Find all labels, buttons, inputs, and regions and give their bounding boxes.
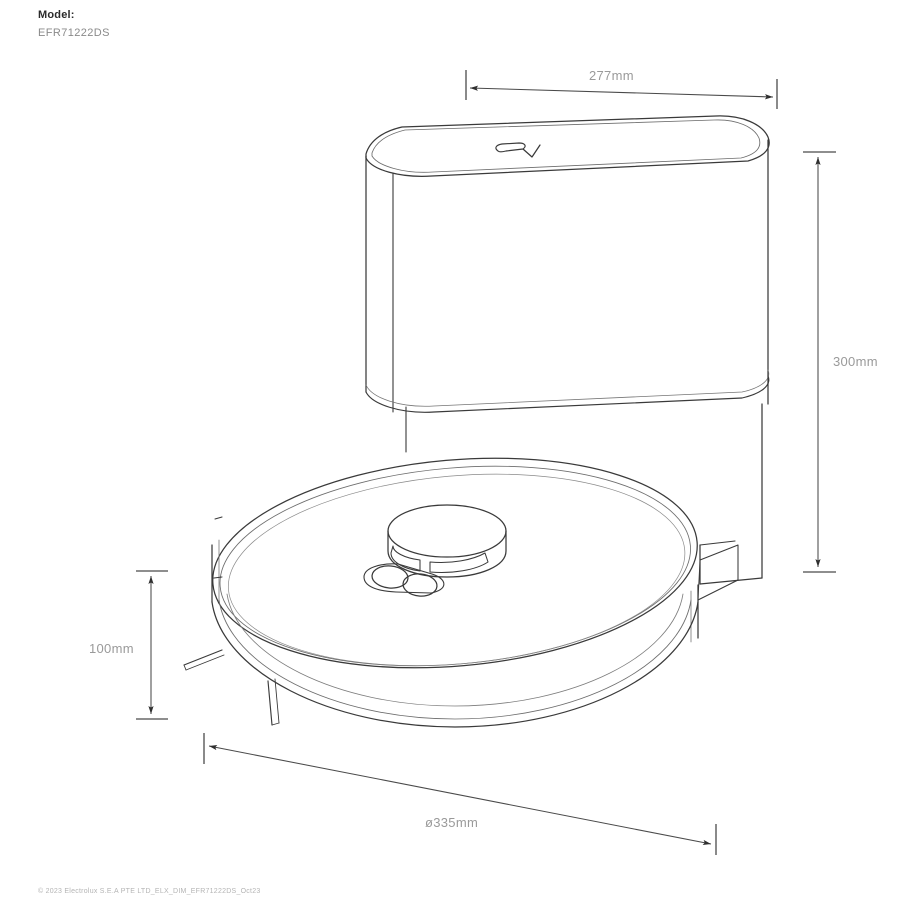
dimension-label-robot-height: 100mm [89, 641, 134, 656]
button-primary [371, 565, 409, 589]
model-number: EFR71222DS [38, 26, 110, 39]
robot-vacuum-body [183, 457, 739, 728]
lidar-turret [387, 504, 507, 578]
dimension-label-robot-diameter: ø335mm [425, 815, 479, 830]
dimension-label-dock-height: 300mm [833, 354, 878, 369]
auto-empty-dock [365, 115, 770, 413]
dimension-dock-width [465, 70, 778, 109]
charging-contacts [697, 544, 739, 601]
copyright-footer: © 2023 Electrolux S.E.A PTE LTD_ELX_DIM_… [38, 888, 261, 895]
model-header: Model: EFR71222DS [38, 8, 110, 41]
dimension-robot-diameter [203, 733, 717, 855]
side-brush-left [183, 649, 225, 671]
dock-handle-recess [495, 142, 541, 158]
side-brush-right [267, 678, 280, 726]
dimension-dock-height [803, 151, 836, 573]
model-label: Model: [38, 9, 75, 21]
control-buttons[interactable] [363, 563, 445, 598]
dock-base-skirt [405, 403, 763, 585]
dimension-robot-height [136, 570, 168, 720]
button-secondary [402, 573, 438, 597]
dimension-label-dock-width: 277mm [589, 68, 634, 83]
